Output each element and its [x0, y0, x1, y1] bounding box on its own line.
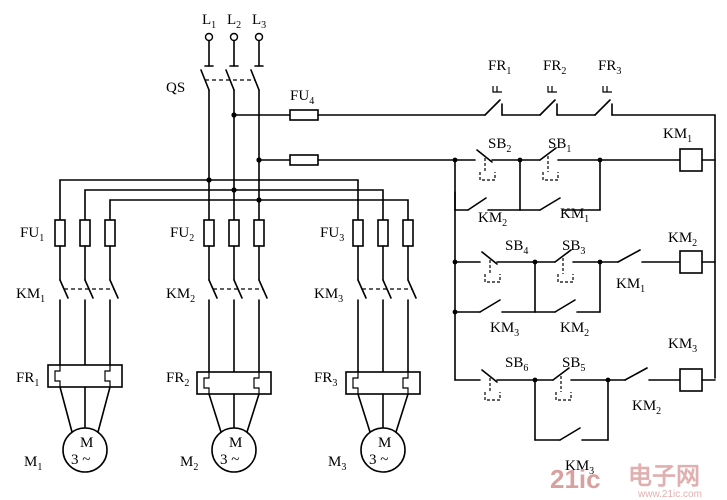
label-km3-coil: KM3: [668, 336, 697, 355]
control-fu4-line: [233, 86, 716, 379]
label-fu3: FU3: [320, 225, 344, 244]
label-fr3-ctrl: FR3: [598, 58, 621, 77]
motor-symbol-3: M: [378, 435, 391, 451]
label-m1: M1: [24, 454, 42, 473]
label-sb2: SB2: [488, 136, 511, 155]
rung-2: [454, 249, 716, 313]
label-km3-aux-2: KM3: [565, 458, 594, 477]
motor-phase-1: 3 ~: [71, 452, 90, 468]
svg-text:电子网: 电子网: [628, 462, 700, 490]
label-fu2: FU2: [170, 225, 194, 244]
motor-phase-3: 3 ~: [369, 452, 388, 468]
motor-phase-2: 3 ~: [220, 452, 239, 468]
coil-km2: [679, 250, 703, 274]
thermal-relay-fr3: [345, 371, 421, 395]
terminal-l3: [254, 32, 264, 42]
label-sb1: SB1: [548, 136, 571, 155]
label-km2-aux-1: KM2: [478, 210, 507, 229]
label-l3: L3: [252, 12, 266, 31]
label-km3-aux-1: KM3: [490, 320, 519, 339]
label-km2-aux-2: KM2: [560, 320, 589, 339]
label-sb4: SB4: [505, 238, 528, 257]
label-m3: M3: [328, 454, 346, 473]
fuse-fu4: [289, 109, 319, 121]
label-fu4: FU4: [290, 88, 314, 107]
motor-m2: [211, 427, 257, 473]
branch-3: [345, 245, 421, 473]
motor-m1: [62, 427, 108, 473]
svg-text:21ic: 21ic: [550, 464, 601, 494]
label-km2-coil: KM2: [668, 230, 697, 249]
label-km1-coil: KM1: [663, 126, 692, 145]
label-km1-aux-2: KM1: [616, 276, 645, 295]
label-fu1: FU1: [20, 225, 44, 244]
fuse-group-1: [54, 219, 116, 247]
main-switch-qs: [200, 65, 264, 91]
label-fr2-ctrl: FR2: [543, 58, 566, 77]
distribution-bus: [59, 179, 409, 221]
motor-m3: [360, 427, 406, 473]
label-fr3: FR3: [314, 370, 337, 389]
thermal-relay-fr1: [47, 364, 123, 388]
label-sb5: SB5: [562, 355, 585, 374]
terminal-l1: [204, 32, 214, 42]
label-qs: QS: [166, 80, 185, 96]
rung-3: [454, 367, 716, 441]
label-sb6: SB6: [505, 355, 528, 374]
branch-1: [47, 245, 123, 473]
terminal-l2: [229, 32, 239, 42]
coil-km1: [679, 148, 703, 172]
motor-symbol-2: M: [229, 435, 242, 451]
fuse-group-2: [203, 219, 265, 247]
label-km2-aux-3: KM2: [632, 398, 661, 417]
supply-lines: [204, 32, 264, 67]
branch-2: [196, 245, 272, 473]
label-km1-aux-1: KM1: [560, 206, 589, 225]
label-km3-main: KM3: [314, 286, 343, 305]
label-sb3: SB3: [562, 238, 585, 257]
svg-text:www.21ic.com: www.21ic.com: [637, 489, 702, 500]
motor-symbol-1: M: [80, 435, 93, 451]
label-m2: M2: [180, 454, 198, 473]
label-fr1-ctrl: FR1: [488, 58, 511, 77]
fuse-group-3: [352, 219, 414, 247]
watermark: 21ic 电子网 www.21ic.com: [550, 462, 702, 500]
label-km1-main: KM1: [16, 286, 45, 305]
label-l1: L1: [202, 12, 216, 31]
label-km2-main: KM2: [166, 286, 195, 305]
label-l2: L2: [227, 12, 241, 31]
label-fr2: FR2: [166, 370, 189, 389]
coil-km3: [679, 368, 703, 392]
label-fr1: FR1: [16, 370, 39, 389]
labels: L1 L2 L3 QS FU4 FU1 FU2 FU3 KM1 KM2 KM3 …: [16, 12, 697, 477]
thermal-relay-fr2: [196, 371, 272, 395]
rung-1: [454, 147, 716, 211]
